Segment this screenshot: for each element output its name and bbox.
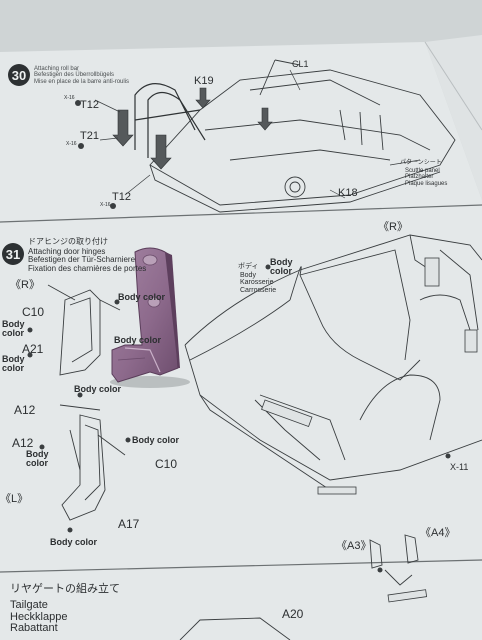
page-right-corner: [425, 35, 482, 200]
label-pattern: Scuttle panel Platzhalter Plaque lisague…: [405, 168, 448, 187]
hinge-l-drawing: [59, 404, 126, 521]
step-30-title: Attaching roll bar Befestigen des Überro…: [34, 66, 130, 85]
label-a21: A21: [22, 342, 44, 356]
step-31-title-jp: ドアヒンジの取り付け: [28, 237, 108, 246]
step32-drawing: [179, 534, 419, 640]
label-pattern-jp: パターンシート: [400, 159, 442, 166]
label-body-color-4: Body color: [114, 335, 162, 345]
purple-plastic-part: [110, 247, 190, 388]
label-x16-bottom: X-16: [100, 202, 111, 208]
step30-arrows: [112, 87, 273, 170]
step31-body-drawing: [184, 234, 482, 491]
divider-30-31: [0, 204, 482, 223]
label-x16-top: X-16: [64, 95, 75, 101]
label-t12-bottom: T12: [112, 191, 131, 203]
label-body-color-8: Body color: [50, 537, 98, 547]
roll-bar-drawing: [134, 83, 206, 158]
step-31-badge: 31: [2, 243, 24, 265]
label-r-right: 《R》: [378, 221, 408, 233]
right-hinge-parts: [261, 257, 478, 603]
label-t12-top: T12: [80, 99, 99, 111]
label-c10-top: C10: [22, 305, 45, 319]
label-body-jp: ボディ: [238, 262, 259, 270]
label-a17: A17: [118, 517, 140, 531]
step-30-badge: 30: [8, 64, 30, 86]
step-32-title-jp: リヤゲートの組み立て: [10, 582, 120, 595]
label-a3: 《A3》: [336, 540, 372, 552]
label-body-color-9: Body color: [270, 257, 293, 277]
label-c10-mid: C10: [155, 457, 178, 471]
label-body-color-7: Body color: [132, 435, 180, 445]
label-body-color-1: Body color: [2, 319, 25, 339]
label-a20: A20: [282, 607, 304, 621]
label-l-tag: 《L》: [0, 493, 29, 505]
page-main: [0, 42, 482, 640]
paint-dots: [27, 264, 451, 573]
label-a12-mid: A12: [12, 436, 34, 450]
step-32-title: Tailgate Heckklappe Rabattant: [10, 599, 68, 635]
label-k18: K18: [338, 187, 358, 199]
label-cl1: CL1: [292, 59, 309, 69]
label-body-color-6: Body color: [26, 449, 49, 469]
label-t21: T21: [80, 130, 99, 142]
label-k19: K19: [194, 75, 214, 87]
label-body-color-5: Body color: [74, 384, 122, 394]
label-x16-mid: X-16: [66, 141, 77, 147]
label-a12-top: A12: [14, 403, 36, 417]
label-x11: X-11: [450, 462, 469, 472]
hinge-r-drawing: [47, 284, 121, 376]
label-body-color-3: Body color: [118, 292, 166, 302]
step30-chassis-drawing: [149, 59, 456, 213]
divider-31-32: [0, 559, 482, 573]
label-body-color-2: Body color: [2, 354, 25, 374]
step-31-title: Attaching door hinges Befestigen der Tür…: [28, 247, 147, 273]
label-a4: 《A4》: [420, 527, 456, 539]
label-r-tag: 《R》: [10, 279, 40, 291]
label-body: Body Karosserie Carrosserie: [240, 272, 277, 294]
